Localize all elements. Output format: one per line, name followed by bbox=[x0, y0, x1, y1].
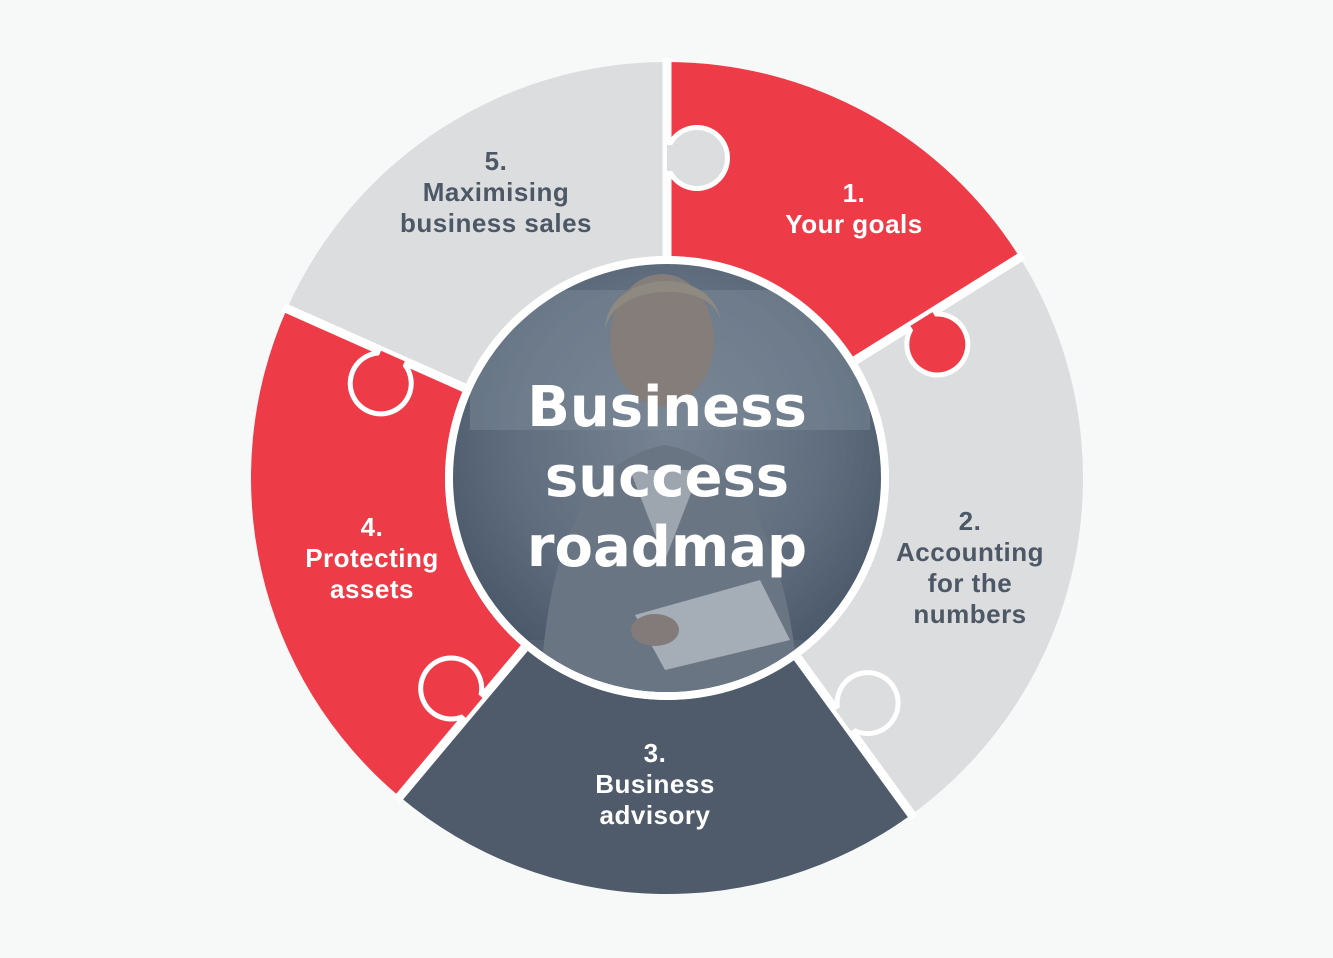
segment-label-line: Accounting bbox=[896, 537, 1044, 567]
segment-divider bbox=[281, 303, 467, 392]
segment-divider bbox=[393, 645, 528, 803]
segment-1 bbox=[667, 62, 1020, 361]
segment-3 bbox=[399, 648, 912, 895]
puzzle-knob-neck bbox=[835, 692, 876, 732]
center-title-line: roadmap bbox=[527, 515, 807, 580]
segment-label-line: Protecting bbox=[305, 543, 439, 573]
segment-divider bbox=[852, 251, 1026, 365]
segment-number: 1. bbox=[843, 178, 866, 208]
segment-number: 2. bbox=[959, 506, 982, 536]
puzzle-knob-neck bbox=[442, 678, 483, 718]
segment-label-1: 1.Your goals bbox=[785, 178, 922, 239]
segment-label-line: assets bbox=[330, 574, 414, 604]
segment-label-line: for the bbox=[928, 568, 1012, 598]
puzzle-knobs-layer bbox=[347, 125, 971, 737]
segment-number: 5. bbox=[485, 146, 508, 176]
segment-number: 4. bbox=[361, 512, 384, 542]
center-title-line: success bbox=[545, 445, 789, 510]
segment-label-line: advisory bbox=[600, 800, 711, 830]
puzzle-knob-neck bbox=[368, 350, 405, 389]
segment-label-line: Business bbox=[595, 769, 715, 799]
segment-label-line: business sales bbox=[400, 208, 592, 238]
puzzle-knob-neck bbox=[910, 312, 949, 352]
segment-label-line: numbers bbox=[913, 599, 1026, 629]
center-title-line: Business bbox=[527, 375, 807, 440]
segment-label-line: Your goals bbox=[785, 209, 922, 239]
segment-label-line: Maximising bbox=[423, 177, 570, 207]
center-photo-image bbox=[453, 264, 881, 692]
segment-5 bbox=[286, 61, 667, 388]
segment-divider bbox=[793, 654, 918, 821]
segment-number: 3. bbox=[644, 738, 667, 768]
